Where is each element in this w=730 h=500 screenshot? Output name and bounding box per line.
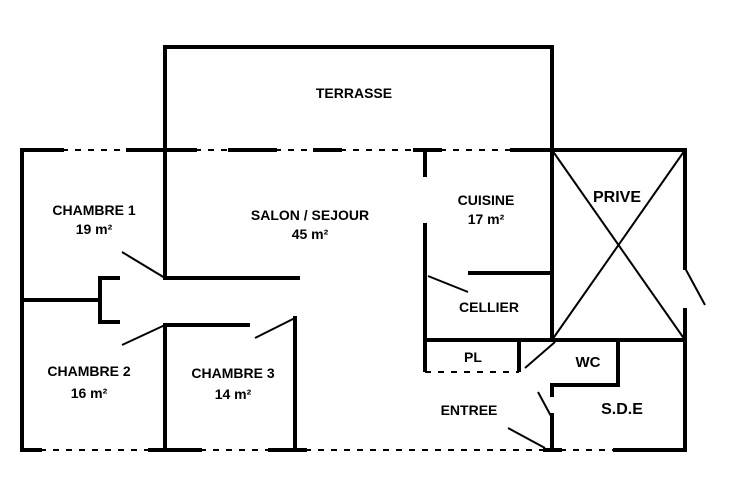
label-cuisine: CUISINE <box>458 192 515 208</box>
label-pl: PL <box>464 349 482 365</box>
area-salon: 45 m² <box>292 226 329 242</box>
bedroom-walls <box>20 148 300 452</box>
label-wc: WC <box>576 354 601 371</box>
label-cellier: CELLIER <box>459 299 519 315</box>
area-cuisine: 17 m² <box>468 211 505 227</box>
label-sde: S.D.E <box>601 401 643 418</box>
label-chambre1: CHAMBRE 1 <box>52 202 135 218</box>
bathroom-walls <box>507 338 620 452</box>
terrasse-walls <box>163 45 554 152</box>
right-wall <box>683 148 706 452</box>
label-chambre2: CHAMBRE 2 <box>47 363 130 379</box>
area-chambre1: 19 m² <box>76 221 113 237</box>
label-chambre3: CHAMBRE 3 <box>191 365 274 381</box>
label-entree: ENTREE <box>441 402 498 418</box>
label-terrasse: TERRASSE <box>316 85 392 101</box>
label-prive: PRIVE <box>593 189 641 206</box>
area-chambre2: 16 m² <box>71 385 108 401</box>
kitchen-walls <box>423 148 687 373</box>
label-salon: SALON / SEJOUR <box>251 207 369 223</box>
area-chambre3: 14 m² <box>215 386 252 402</box>
prive-cross <box>551 149 686 341</box>
